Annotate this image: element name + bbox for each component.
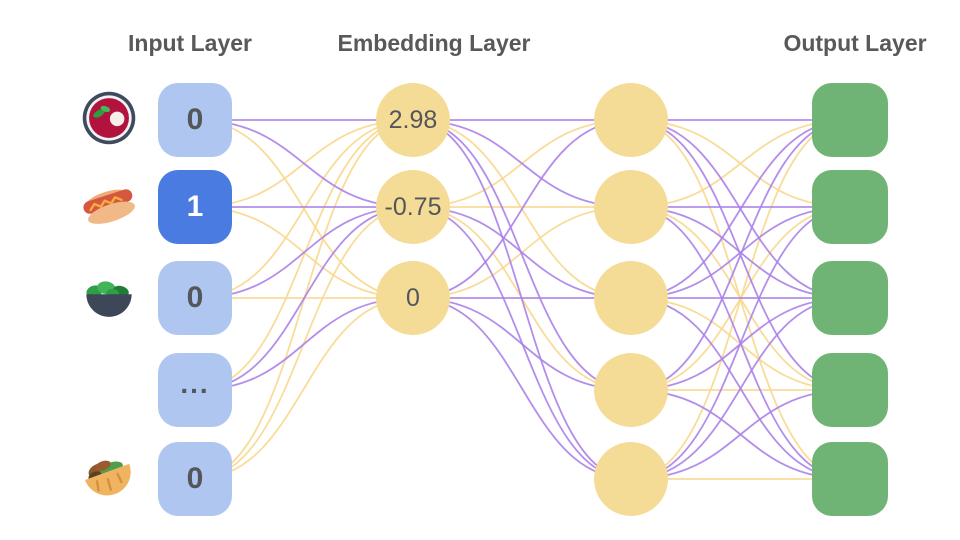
connection-edge bbox=[630, 119, 851, 299]
hidden-node-0 bbox=[594, 83, 668, 157]
connection-edge bbox=[630, 297, 851, 480]
pita-icon bbox=[80, 448, 138, 506]
input-node-4: 0 bbox=[158, 442, 232, 516]
input-node-0: 0 bbox=[158, 83, 232, 157]
embedding-layer-title: Embedding Layer bbox=[337, 30, 531, 56]
connection-edge bbox=[412, 119, 632, 208]
hidden-node-2 bbox=[594, 261, 668, 335]
output-node-1 bbox=[812, 170, 888, 244]
output-node-4 bbox=[812, 442, 888, 516]
embedding-node-0: 2.98 bbox=[376, 83, 450, 157]
connection-edge bbox=[412, 206, 632, 299]
input-node-3: ... bbox=[158, 353, 232, 427]
connection-edge bbox=[412, 297, 632, 480]
output-node-2 bbox=[812, 261, 888, 335]
connection-edge bbox=[412, 119, 632, 299]
connection-edge bbox=[194, 297, 414, 480]
connection-edge bbox=[630, 206, 851, 480]
connection-edge bbox=[194, 206, 414, 391]
connection-edge bbox=[194, 119, 414, 208]
connection-edge bbox=[630, 119, 851, 391]
connection-edge bbox=[630, 119, 851, 480]
input-node-2: 0 bbox=[158, 261, 232, 335]
input-node-1: 1 bbox=[158, 170, 232, 244]
output-node-3 bbox=[812, 353, 888, 427]
borscht-icon bbox=[80, 89, 138, 147]
embedding-node-1: -0.75 bbox=[376, 170, 450, 244]
output-layer-title: Output Layer bbox=[783, 30, 927, 56]
hot-dog-icon bbox=[80, 176, 138, 234]
output-node-0 bbox=[812, 83, 888, 157]
hidden-node-4 bbox=[594, 442, 668, 516]
connection-edge bbox=[194, 119, 414, 299]
connection-edge bbox=[412, 297, 632, 391]
connection-edge bbox=[194, 119, 414, 391]
salad-icon bbox=[80, 267, 138, 325]
connection-edge bbox=[194, 297, 414, 391]
connection-edge bbox=[194, 206, 414, 299]
embedding-node-2: 0 bbox=[376, 261, 450, 335]
hidden-node-1 bbox=[594, 170, 668, 244]
hidden-node-3 bbox=[594, 353, 668, 427]
input-layer-title: Input Layer bbox=[128, 30, 252, 56]
connection-edge bbox=[412, 119, 632, 480]
connection-edge bbox=[412, 119, 632, 391]
